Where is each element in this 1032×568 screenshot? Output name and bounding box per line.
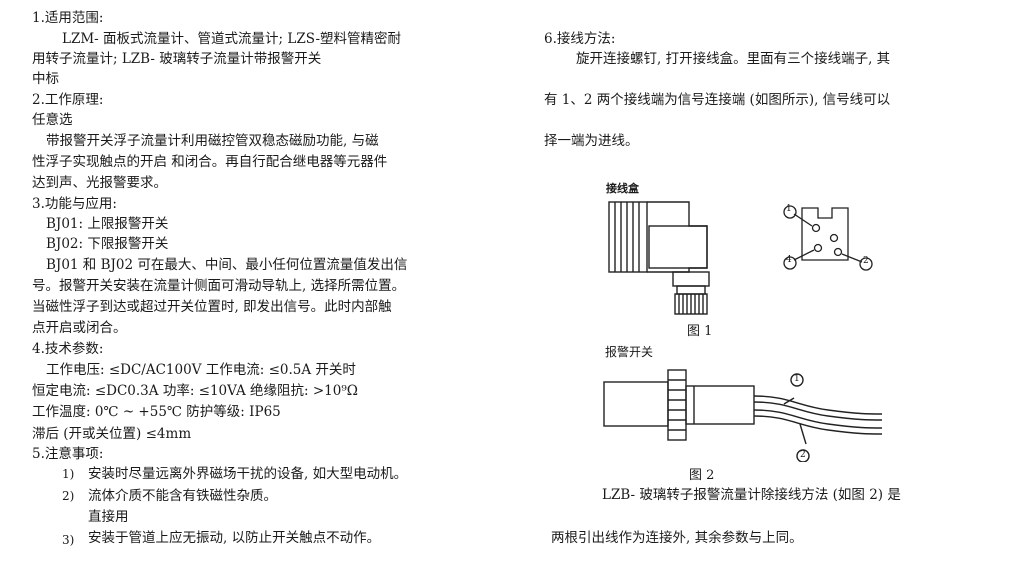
section-3-line-6: 点开启或闭合。: [32, 320, 127, 336]
note-3-text: 安装于管道上应无振动, 以防止开关触点不动作。: [88, 530, 381, 546]
note-1-number: 1): [62, 467, 75, 481]
junction-box-drawing: [608, 201, 710, 315]
terminal-4-label: 4: [786, 255, 792, 265]
section-1-line-1: LZM- 面板式流量计、管道式流量计; LZS-塑料管精密耐: [62, 31, 402, 47]
section-4-line-1: 工作电压: ≤DC/AC100V 工作电流: ≤0.5A 开关时: [46, 362, 356, 378]
section-2-heading: 2.工作原理:: [32, 92, 104, 108]
section-6-line-3: 择一端为进线。: [544, 133, 639, 149]
section-3-line-3: BJ01 和 BJ02 可在最大、中间、最小任何位置流量值发出信: [46, 257, 408, 273]
section-6-heading: 6.接线方法:: [544, 31, 616, 47]
section-2-line-4: 达到声、光报警要求。: [32, 175, 167, 191]
section-4-heading: 4.技术参数:: [32, 341, 104, 357]
section-3-line-2: BJ02: 下限报警开关: [46, 236, 169, 252]
alarm-switch-label: 报警开关: [605, 345, 654, 359]
wire-2-label: 2: [800, 450, 806, 460]
section-2-line-2: 带报警开关浮子流量计利用磁控管双稳态磁励功能, 与磁: [46, 133, 379, 149]
section-3-line-4: 号。报警开关安装在流量计侧面可滑动导轨上, 选择所需位置。: [32, 278, 406, 294]
section-3-line-5: 当磁性浮子到达或超过开关位置时, 即发出信号。此时内部触: [32, 299, 392, 315]
wire-1-label: 1: [794, 374, 800, 384]
terminal-1-label: 1: [786, 204, 792, 214]
section-1-heading: 1.适用范围:: [32, 10, 104, 26]
section-4-line-3: 工作温度: 0℃ ~ +55℃ 防护等级: IP65: [32, 404, 281, 420]
terminal-2-label: 2: [863, 256, 869, 266]
note-2-text: 流体介质不能含有铁磁性杂质。: [88, 488, 277, 504]
section-6-line-2: 有 1、2 两个接线端为信号连接端 (如图所示), 信号线可以: [544, 92, 891, 108]
section-1-line-2: 用转子流量计; LZB- 玻璃转子流量计带报警开关: [32, 51, 322, 67]
section-3-line-1: BJ01: 上限报警开关: [46, 216, 169, 232]
note-2-number: 2): [62, 489, 75, 503]
note-2-continuation: 直接用: [88, 509, 129, 525]
alarm-switch-drawing: [603, 369, 883, 462]
section-1-line-3: 中标: [32, 71, 59, 87]
lzb-paragraph-line-2: 两根引出线作为连接外, 其余参数与上同。: [551, 530, 803, 546]
section-4-line-2: 恒定电流: ≤DC0.3A 功率: ≤10VA 绝缘阻抗: >10⁹Ω: [32, 383, 358, 399]
section-2-line-1: 任意选: [32, 112, 73, 128]
figure-2-caption: 图 2: [689, 468, 715, 483]
section-4-line-4: 滞后 (开或关位置) ≤4mm: [32, 426, 192, 442]
section-3-heading: 3.功能与应用:: [32, 196, 117, 212]
note-3-number: 3): [62, 533, 75, 547]
note-1-text: 安装时尽量远离外界磁场干扰的设备, 如大型电动机。: [88, 466, 408, 482]
section-2-line-3: 性浮子实现触点的开启 和闭合。再自行配合继电器等元器件: [32, 154, 388, 170]
section-6-line-1: 旋开连接螺钉, 打开接线盒。里面有三个接线端子, 其: [576, 51, 891, 67]
junction-box-label: 接线盒: [606, 182, 639, 195]
terminal-block-drawing: [783, 205, 873, 271]
lzb-paragraph-line-1: LZB- 玻璃转子报警流量计除接线方法 (如图 2) 是: [602, 487, 901, 503]
section-5-heading: 5.注意事项:: [32, 446, 104, 462]
figure-1-caption: 图 1: [687, 324, 713, 339]
